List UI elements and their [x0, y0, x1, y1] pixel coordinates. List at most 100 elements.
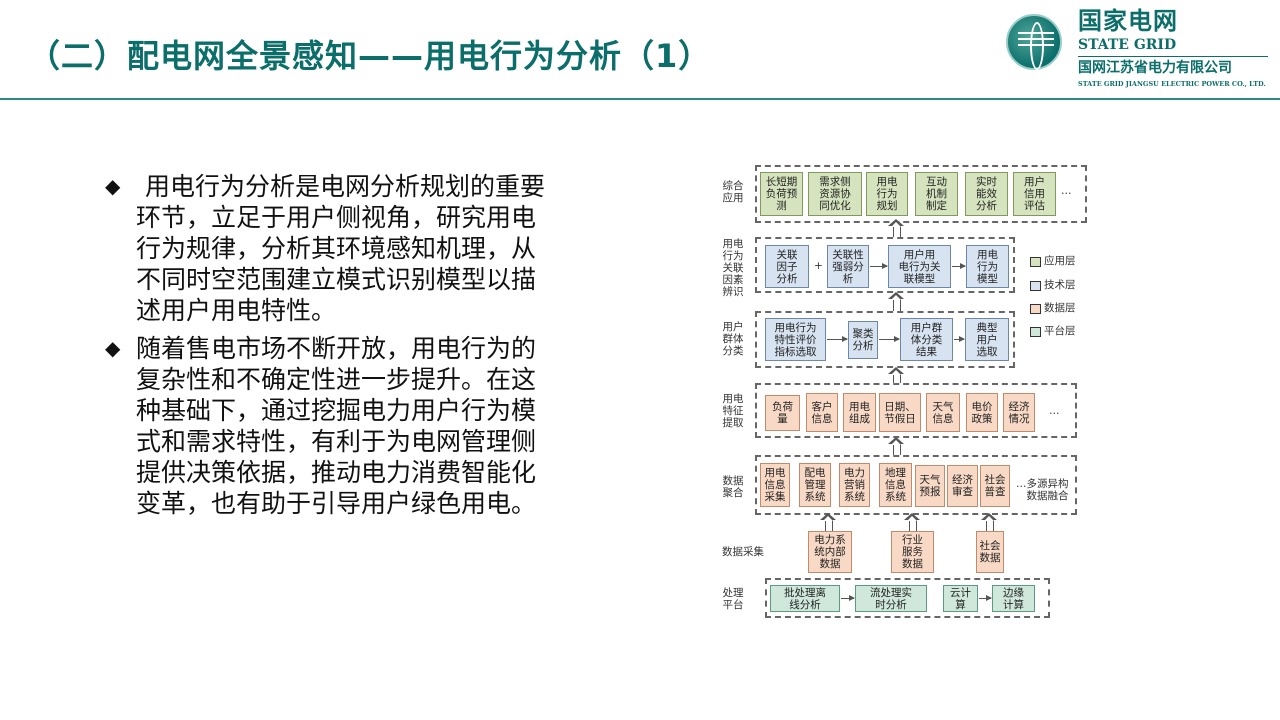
diagram-box: 用户群 体分类 结果 — [900, 318, 953, 361]
text-line: 环节，立足于用户侧视角，研究用电 — [136, 203, 537, 232]
diamond-bullet-icon: ◆ — [105, 174, 121, 198]
layer-frame — [755, 311, 1015, 368]
diagram-box: 经济 审查 — [947, 465, 978, 507]
diagram-box: 批处理离 线分析 — [770, 585, 840, 612]
layer-label: 数据 聚合 — [722, 475, 744, 499]
diagram-box: 需求侧 资源协 同优化 — [808, 172, 862, 216]
diagram-box: 聚类 分析 — [848, 321, 878, 359]
layer-label: 用电 特征 提取 — [722, 393, 744, 429]
right-arrow-icon — [827, 336, 848, 342]
legend-swatch — [1030, 256, 1041, 267]
diagram-box: 实时 能效 分析 — [965, 172, 1008, 216]
diagram-box: 互动 机制 制定 — [915, 172, 958, 216]
right-arrow-icon — [870, 263, 888, 269]
layer-frame — [755, 383, 1077, 438]
title-divider — [0, 98, 1280, 100]
diagram-box: 电价 政策 — [966, 393, 998, 432]
diagram-box: 负荷 量 — [765, 395, 800, 431]
text-line: 复杂性和不确定性进一步提升。在这 — [136, 365, 537, 394]
logo-divider — [1078, 56, 1268, 57]
legend-item: 应用层 — [1030, 255, 1076, 268]
layer-label: 用户 群体 分类 — [722, 321, 744, 357]
right-arrow-icon — [841, 595, 855, 601]
up-arrow-icon — [904, 513, 920, 531]
right-arrow-icon — [879, 336, 900, 342]
diagram-box: 天气 信息 — [926, 393, 960, 432]
right-arrow-icon — [952, 263, 966, 269]
diagram-box: 关联性 强弱分 析 — [827, 245, 869, 288]
bullet-paragraph-2: ◆ 随着售电市场不断开放，用电行为的 复杂性和不确定性进一步提升。在这 种基础下… — [105, 333, 536, 519]
logo-company-en: STATE GRID JIANGSU ELECTRIC POWER CO., L… — [1078, 80, 1266, 88]
layer-label: 用电 行为 关联 因素 辨识 — [722, 238, 744, 298]
diagram-box: 用电 组成 — [843, 393, 876, 432]
diagram-box: 天气 预报 — [915, 465, 945, 507]
diagram-box: 典型 用户 选取 — [965, 318, 1009, 361]
layer-frame — [765, 578, 1050, 618]
legend-label: 数据层 — [1044, 302, 1076, 314]
diagram-box: 云计 算 — [943, 585, 978, 612]
legend-item: 数据层 — [1030, 302, 1076, 315]
legend-swatch — [1030, 280, 1041, 291]
up-arrow-icon — [888, 292, 904, 311]
text-line: 式和需求特性，有利于为电网管理侧 — [136, 427, 537, 456]
diagram-box: 长短期 负荷预 测 — [760, 172, 803, 216]
legend-item: 技术层 — [1030, 279, 1076, 292]
ellipsis: … — [1061, 185, 1072, 197]
diagram-box: 流处理实 时分析 — [855, 585, 927, 612]
logo-company: 国网江苏省电力有限公司 — [1078, 60, 1232, 76]
up-arrow-icon — [888, 437, 904, 455]
up-arrow-icon — [888, 367, 904, 383]
diagram-box: 配电 管理 系统 — [799, 463, 831, 507]
legend-label: 平台层 — [1044, 325, 1076, 337]
diagram-box: 客户 信息 — [806, 393, 838, 432]
diagram-box: 经济 情况 — [1003, 393, 1035, 432]
diagram-box: 用户用 电行为关 联模型 — [888, 245, 951, 288]
text-line: 不同时空范围建立模式识别模型以描 — [136, 265, 537, 294]
text-line: 述用户用电特性。 — [136, 296, 337, 325]
legend-label: 应用层 — [1044, 255, 1076, 267]
text-line: 用电行为分析是电网分析规划的重要 — [145, 172, 546, 201]
up-arrow-icon — [820, 513, 836, 531]
text-line: 变革，也有助于引导用户绿色用电。 — [136, 489, 537, 518]
legend-swatch — [1030, 326, 1041, 337]
diagram-box: 地理 信息 系统 — [879, 463, 912, 507]
plus-sign: + — [814, 260, 823, 272]
up-arrow-icon — [888, 219, 904, 237]
bullet-paragraph-1: ◆ 用电行为分析是电网分析规划的重要 环节，立足于用户侧视角，研究用电 行为规律… — [105, 171, 545, 326]
layer-label: 处理 平台 — [722, 587, 744, 611]
legend-item: 平台层 — [1030, 325, 1076, 338]
diagram-box: 社会 普查 — [980, 465, 1010, 507]
diagram-box: 用电 行为 规划 — [866, 172, 908, 216]
diagram-box: 关联 因子 分析 — [765, 245, 809, 288]
legend-label: 技术层 — [1044, 279, 1076, 291]
layer-label: 数据采集 — [722, 546, 764, 558]
diagram-box: 日期、 节假日 — [879, 393, 921, 432]
logo-en: STATE GRID — [1078, 37, 1177, 53]
state-grid-emblem-icon — [1006, 14, 1062, 70]
right-arrow-icon — [979, 595, 992, 601]
diagram-box: 电力系 统内部 数据 — [808, 531, 852, 573]
layer-frame — [755, 165, 1087, 223]
text-line: 随着售电市场不断开放，用电行为的 — [136, 334, 537, 363]
legend-swatch — [1030, 303, 1041, 314]
diagram-box: 电力 营销 系统 — [839, 463, 870, 507]
text-line: 行为规律，分析其环境感知机理，从 — [136, 234, 537, 263]
logo-cn: 国家电网 — [1078, 7, 1178, 35]
up-arrow-icon — [981, 513, 997, 531]
diagram-box: 社会 数据 — [976, 531, 1004, 573]
diagram-box: 边缘 计算 — [992, 585, 1035, 612]
diagram-box: 用户 信用 评估 — [1013, 172, 1056, 216]
diagram-box: 用电 信息 采集 — [760, 463, 790, 507]
text-line: 种基础下，通过挖掘电力用户行为模 — [136, 396, 537, 425]
layer-frame — [755, 237, 1015, 293]
multi-source-fusion-note: …多源异构 数据融合 — [1016, 478, 1069, 502]
text-line: 提供决策依据，推动电力消费智能化 — [136, 458, 537, 487]
state-grid-logo: 国家电网 STATE GRID 国网江苏省电力有限公司 STATE GRID J… — [1000, 6, 1275, 96]
diagram-box: 行业 服务 数据 — [891, 531, 934, 573]
right-arrow-icon — [954, 336, 965, 342]
ellipsis: … — [1049, 405, 1060, 417]
diagram-box: 用电 行为 模型 — [966, 245, 1009, 288]
diamond-bullet-icon: ◆ — [105, 336, 121, 360]
diagram-box: 用电行为 特性评价 指标选取 — [765, 318, 826, 361]
slide-title: （二）配电网全景感知——用电行为分析（1） — [28, 37, 712, 75]
